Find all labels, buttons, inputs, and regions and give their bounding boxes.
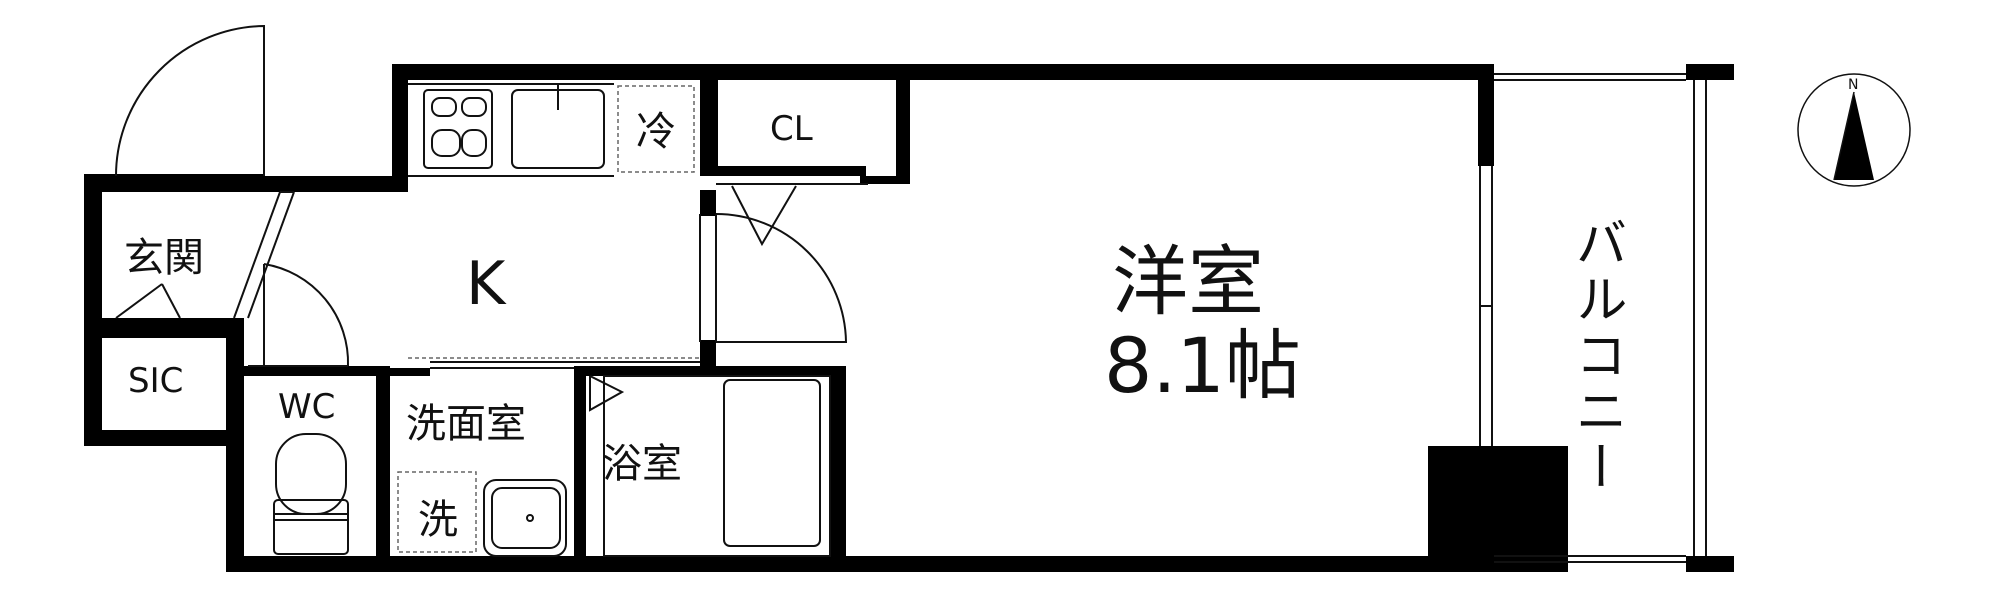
washer-space <box>397 471 477 553</box>
door-swing <box>115 24 265 177</box>
wall <box>84 430 230 446</box>
wall <box>392 64 408 192</box>
kitchen-label: K <box>466 249 506 319</box>
washroom-label: 洗面室 <box>406 401 526 447</box>
wall <box>830 366 846 556</box>
door-swing <box>715 213 848 343</box>
walls <box>84 64 1734 572</box>
closet-label: CL <box>770 109 813 149</box>
western-room-label: 洋室 <box>1112 237 1264 326</box>
toilet-bowl <box>275 433 347 515</box>
wall <box>574 366 586 556</box>
entrance-label: 玄関 <box>124 235 204 281</box>
wall <box>700 340 716 370</box>
wall <box>376 366 390 556</box>
wall <box>356 366 390 376</box>
wall <box>84 174 264 192</box>
washer-label: 洗 <box>418 497 458 543</box>
wall <box>574 366 844 376</box>
wall <box>226 318 244 556</box>
thin-lines <box>115 24 1707 563</box>
wall <box>84 174 102 446</box>
wall <box>700 64 718 174</box>
wash-basin <box>483 479 567 557</box>
bathtub <box>603 375 831 557</box>
bathroom-label: 浴室 <box>602 441 682 487</box>
fridge-space <box>617 85 695 173</box>
wall <box>392 64 1492 80</box>
western-room-size: 8.1帖 <box>1104 321 1301 410</box>
stove <box>423 89 493 169</box>
wc-label: WC <box>278 387 336 427</box>
wall <box>1686 64 1734 80</box>
wall <box>896 64 910 184</box>
sic-label: SIC <box>128 361 184 401</box>
wall <box>244 366 376 376</box>
wall <box>226 556 1492 572</box>
balcony-label: バルコニー <box>1566 216 1626 496</box>
wall <box>700 166 866 176</box>
compass-rose <box>1797 73 1911 187</box>
compass-north-label: N <box>1848 77 1859 93</box>
wall <box>1478 64 1494 166</box>
wall <box>100 318 230 338</box>
wall <box>1686 556 1734 572</box>
dashed-outlines <box>397 85 700 553</box>
door-swing <box>263 263 350 367</box>
wall <box>264 176 406 192</box>
wall <box>860 176 910 184</box>
wall <box>700 190 716 216</box>
fridge-label: 冷 <box>636 109 676 155</box>
wall <box>1428 446 1568 572</box>
toilet-tank <box>273 499 349 555</box>
wall <box>390 368 430 376</box>
